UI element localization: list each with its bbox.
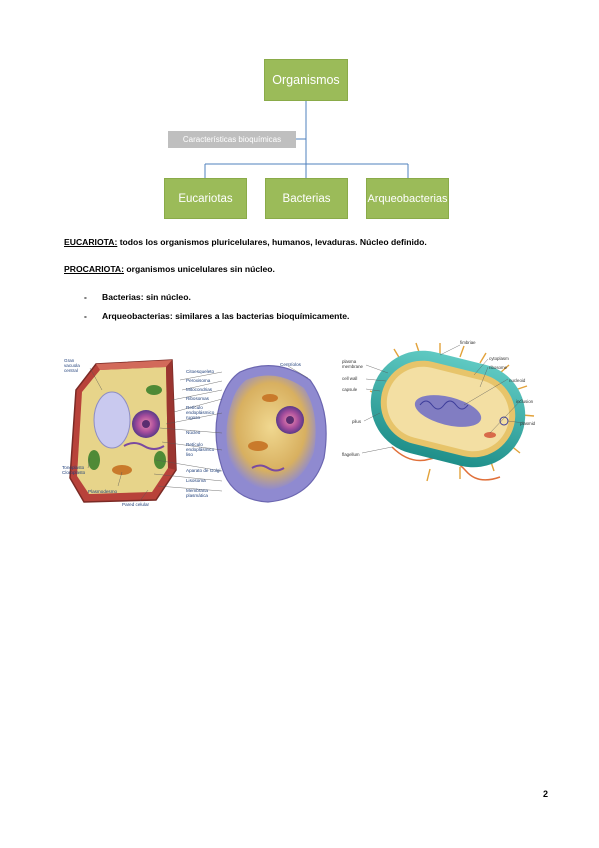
label-pilus: pilus (352, 419, 362, 424)
label-peroxisoma: Peroxisoma (186, 378, 211, 383)
diagram-side-label: Características bioquímicas (168, 131, 296, 148)
label-tonoplasto: Tonoplasto (62, 465, 85, 470)
label-reticulo-liso-3: liso (186, 452, 193, 457)
label-plasmodesmo: Plasmodesmo (88, 489, 118, 494)
bullet-dash: - (84, 311, 87, 321)
page-number: 2 (543, 789, 549, 799)
label-reticulo-liso-2: endoplásmico (186, 447, 215, 452)
label-reticulo-rugoso-2: endoplásmico (186, 410, 215, 415)
diagram-bacterias-box: Bacterias (265, 178, 348, 219)
bacterium-illustration: plasma membrane cell wall capsule pilus … (342, 340, 536, 482)
label-fimbriae: fimbriae (460, 340, 476, 345)
definition-eucariota: EUCARIOTA: todos los organismos pluricel… (64, 237, 427, 247)
label-cloroplasto: Cloroplasto (62, 470, 86, 475)
definition-procariota: PROCARIOTA: organismos unicelulares sin … (64, 264, 275, 274)
label-centriolos: Centríolos (280, 362, 302, 367)
label-ribosomas: Ribosomas (186, 396, 210, 401)
label-citoesqueleto: Citoesqueleto (186, 369, 215, 374)
label-inclusion: inclusion (516, 399, 534, 404)
label-pared-celular: Pared celular (122, 502, 150, 507)
label-mitocondrias: Mitocondrias (186, 387, 213, 392)
diagram-eucariotas-box: Eucariotas (164, 178, 247, 219)
bullet-dash: - (84, 292, 87, 302)
label-ribosome: ribosome (489, 365, 508, 370)
label-vacuola: vacuola (64, 363, 80, 368)
label-membrana-1: Membrana (186, 488, 208, 493)
bullet-bacterias: - Bacterias: sin núcleo. (84, 292, 191, 302)
diagram-arqueobacterias-box: Arqueobacterias (366, 178, 449, 219)
eukaryotic-cells-illustration: Gran vacuola central Tonoplasto Cloropla… (62, 358, 327, 507)
definition-term: PROCARIOTA: (64, 264, 124, 274)
label-nucleoid: nucleoid (509, 378, 526, 383)
label-membrane: membrane (342, 364, 364, 369)
label-reticulo-rugoso-3: rugoso (186, 415, 200, 420)
label-aparato-golgi: Aparato de Golgi (186, 468, 220, 473)
label-cell-wall: cell wall (342, 376, 357, 381)
diagram-connectors (204, 101, 409, 178)
label-gran: Gran (64, 358, 75, 363)
label-flagellum: flagellum (342, 452, 360, 457)
label-lisosoma: Lisosoma (186, 478, 206, 483)
diagram-root-box: Organismos (264, 59, 348, 101)
definition-text: organismos unicelulares sin núcleo. (124, 264, 275, 274)
definition-term: EUCARIOTA: (64, 237, 118, 247)
label-cytoplasm: cytoplasm (489, 356, 509, 361)
label-plasma: plasma (342, 359, 357, 364)
label-plasmid: plasmid (520, 421, 536, 426)
label-nucleo: Núcleo (186, 430, 201, 435)
label-reticulo-liso-1: Retículo (186, 442, 203, 447)
definition-text: todos los organismos pluricelulares, hum… (117, 237, 427, 247)
label-capsule: capsule (342, 387, 358, 392)
label-central: central (64, 368, 78, 373)
label-reticulo-rugoso-1: Retículo (186, 405, 203, 410)
bullet-text: Arqueobacterias: similares a las bacteri… (102, 311, 350, 321)
bullet-text: Bacterias: sin núcleo. (102, 292, 191, 302)
bullet-arqueobacterias: - Arqueobacterias: similares a las bacter… (84, 311, 349, 321)
label-membrana-2: plasmática (186, 493, 208, 498)
